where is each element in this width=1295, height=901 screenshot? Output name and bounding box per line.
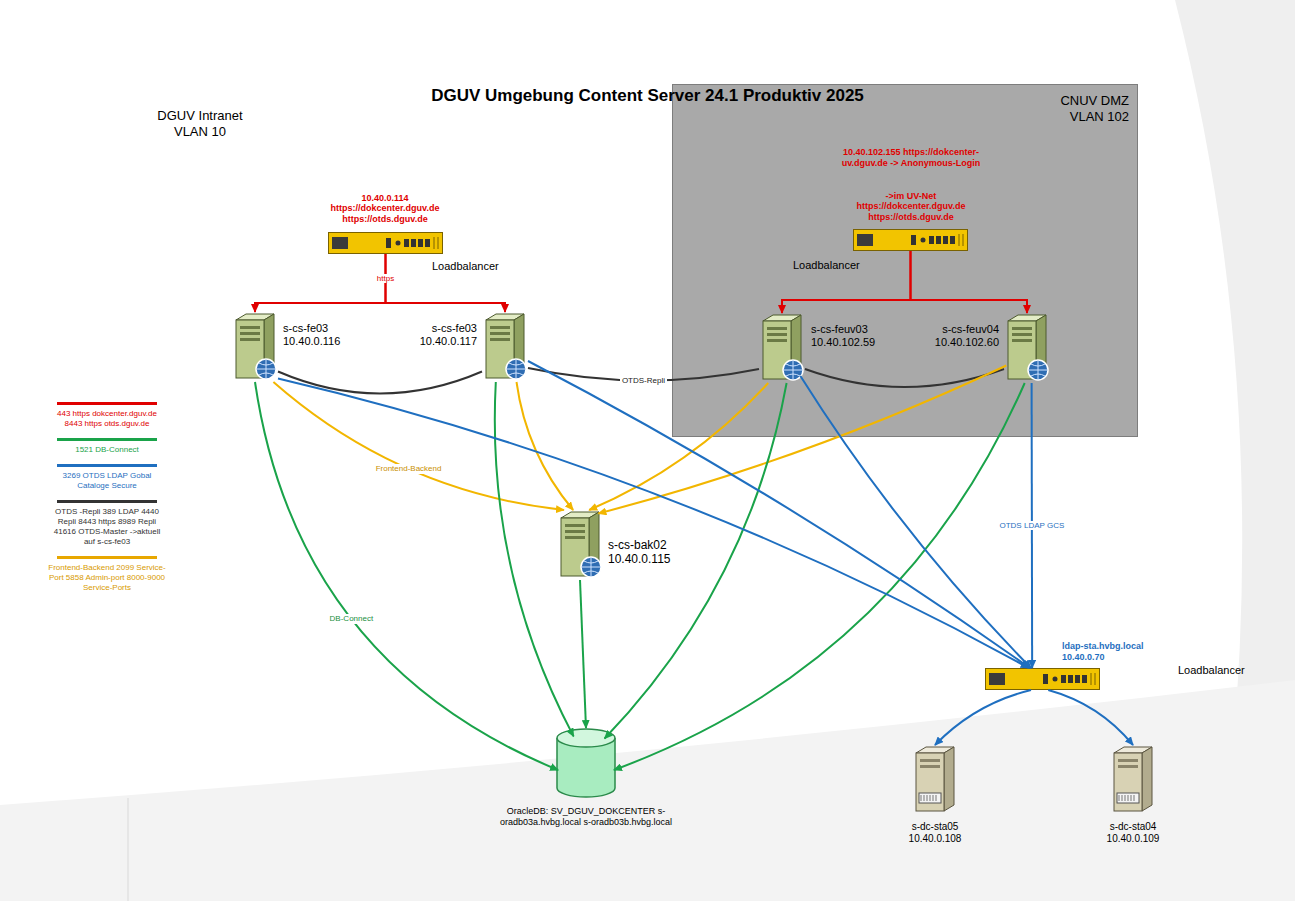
legend-entry: 1521 DB-Connect [48, 438, 166, 455]
legend-entry: Frontend-Backend 2099 Service-Port 5858 … [48, 556, 166, 593]
connector [614, 383, 1025, 770]
connector-label: DB-Connect [328, 614, 376, 624]
loadbalancer-node: 10.40.102.155 https://dokcenter-uv.dguv.… [853, 229, 968, 251]
legend-swatch [57, 438, 157, 441]
connector [589, 383, 768, 510]
server-label: s-dc-sta04 10.40.0.109 [1093, 821, 1173, 845]
device-label: Loadbalancer [432, 260, 512, 273]
connector [598, 366, 1006, 514]
server-label: s-cs-bak02 10.40.0.115 [608, 538, 686, 567]
legend-swatch [57, 500, 157, 503]
server-label: s-cs-feuv03 10.40.102.59 [811, 323, 893, 349]
database-label: OracleDB: SV_DGUV_DOKCENTER s-oradb03a.h… [499, 806, 674, 828]
server-icon [482, 312, 528, 382]
connector-label: OTDS LDAP GCS [997, 521, 1066, 531]
connector [800, 376, 1031, 668]
domain-controller-icon [1110, 745, 1156, 815]
connector [517, 382, 574, 510]
server-icon [232, 312, 278, 382]
server-node: s-dc-sta05 10.40.0.108 [912, 745, 958, 815]
server-label: s-cs-feuv04 10.40.102.60 [917, 323, 999, 349]
connector [935, 690, 1031, 745]
connector [605, 383, 787, 739]
connector-label: https [375, 274, 396, 284]
legend-text: 1521 DB-Connect [48, 445, 166, 455]
zone-label: DGUV Intranet VLAN 10 [140, 108, 260, 139]
server-icon [759, 313, 805, 383]
connector [255, 254, 386, 312]
background-rule [127, 798, 129, 901]
legend-swatch [57, 464, 157, 467]
connector [278, 379, 1029, 669]
server-node: s-dc-sta04 10.40.0.109 [1110, 745, 1156, 815]
connector [255, 382, 558, 770]
address-label: ldap-sta.hvbg.local 10.40.0.70 [1062, 641, 1174, 663]
legend-swatch [57, 556, 157, 559]
connector [805, 369, 1004, 387]
device-label: Loadbalancer [793, 259, 873, 272]
device-label: Loadbalancer [1178, 664, 1258, 677]
database-node: OracleDB: SV_DGUV_DOKCENTER s-oradb03a.h… [555, 728, 617, 798]
loadbalancer-icon [328, 232, 443, 254]
connector [911, 251, 1028, 313]
connector [528, 361, 1030, 668]
legend-text: 443 https dokcenter.dguv.de 8443 https o… [48, 409, 166, 429]
domain-controller-icon [912, 745, 958, 815]
connector-label: OTDS-Repli [620, 376, 667, 386]
server-label: s-dc-sta05 10.40.0.108 [895, 821, 975, 845]
server-label: s-cs-fe03 10.40.0.117 [401, 322, 477, 348]
dmz-zone: CNUV DMZ VLAN 102 10.40.102.155 https://d… [672, 84, 1138, 437]
connector [386, 254, 506, 312]
legend-text: 3269 OTDS LDAP Gobal Cataloge Secure [48, 471, 166, 491]
legend-entry: 3269 OTDS LDAP Gobal Cataloge Secure [48, 464, 166, 491]
loadbalancer-icon [853, 229, 968, 251]
legend-entry: OTDS -Repli 389 LDAP 4440 Repli 8443 htt… [48, 500, 166, 547]
background-band [0, 680, 1295, 901]
zone-title: CNUV DMZ VLAN 102 [1034, 93, 1129, 124]
connector [273, 382, 564, 510]
loadbalancer-icon [985, 668, 1100, 690]
connector [278, 372, 482, 394]
loadbalancer-node: ldap-sta.hvbg.local 10.40.0.70Loadbalanc… [985, 668, 1100, 690]
legend-text: Frontend-Backend 2099 Service-Port 5858 … [48, 563, 166, 593]
server-node: s-cs-fe03 10.40.0.116 [232, 312, 278, 382]
server-label: s-cs-fe03 10.40.0.116 [283, 322, 359, 348]
connector [1048, 690, 1133, 745]
connector [782, 251, 911, 313]
server-node: s-cs-feuv03 10.40.102.59 [759, 313, 805, 383]
server-icon [557, 510, 603, 580]
connector-label: Frontend-Backend [374, 464, 444, 474]
server-node: s-cs-fe03 10.40.0.117 [482, 312, 528, 382]
address-label: 10.40.102.155 https://dokcenter-uv.dguv.… [836, 147, 986, 169]
loadbalancer-node: 10.40.0.114 https://dokcenter.dguv.de ht… [328, 232, 443, 254]
diagram-title: DGUV Umgebung Content Server 24.1 Produk… [0, 86, 1295, 106]
connector [580, 580, 586, 728]
legend: 443 https dokcenter.dguv.de 8443 https o… [48, 402, 166, 602]
connector [495, 382, 574, 736]
address-label: ->im UV-Net https://dokcenter.dguv.de ht… [836, 191, 986, 223]
database-icon [555, 728, 617, 798]
legend-swatch [57, 402, 157, 405]
server-icon [1004, 313, 1050, 383]
server-node: s-cs-bak02 10.40.0.115 [557, 510, 603, 580]
server-node: s-cs-feuv04 10.40.102.60 [1004, 313, 1050, 383]
address-label: 10.40.0.114 https://dokcenter.dguv.de ht… [310, 193, 460, 225]
legend-entry: 443 https dokcenter.dguv.de 8443 https o… [48, 402, 166, 429]
legend-text: OTDS -Repli 389 LDAP 4440 Repli 8443 htt… [48, 507, 166, 547]
